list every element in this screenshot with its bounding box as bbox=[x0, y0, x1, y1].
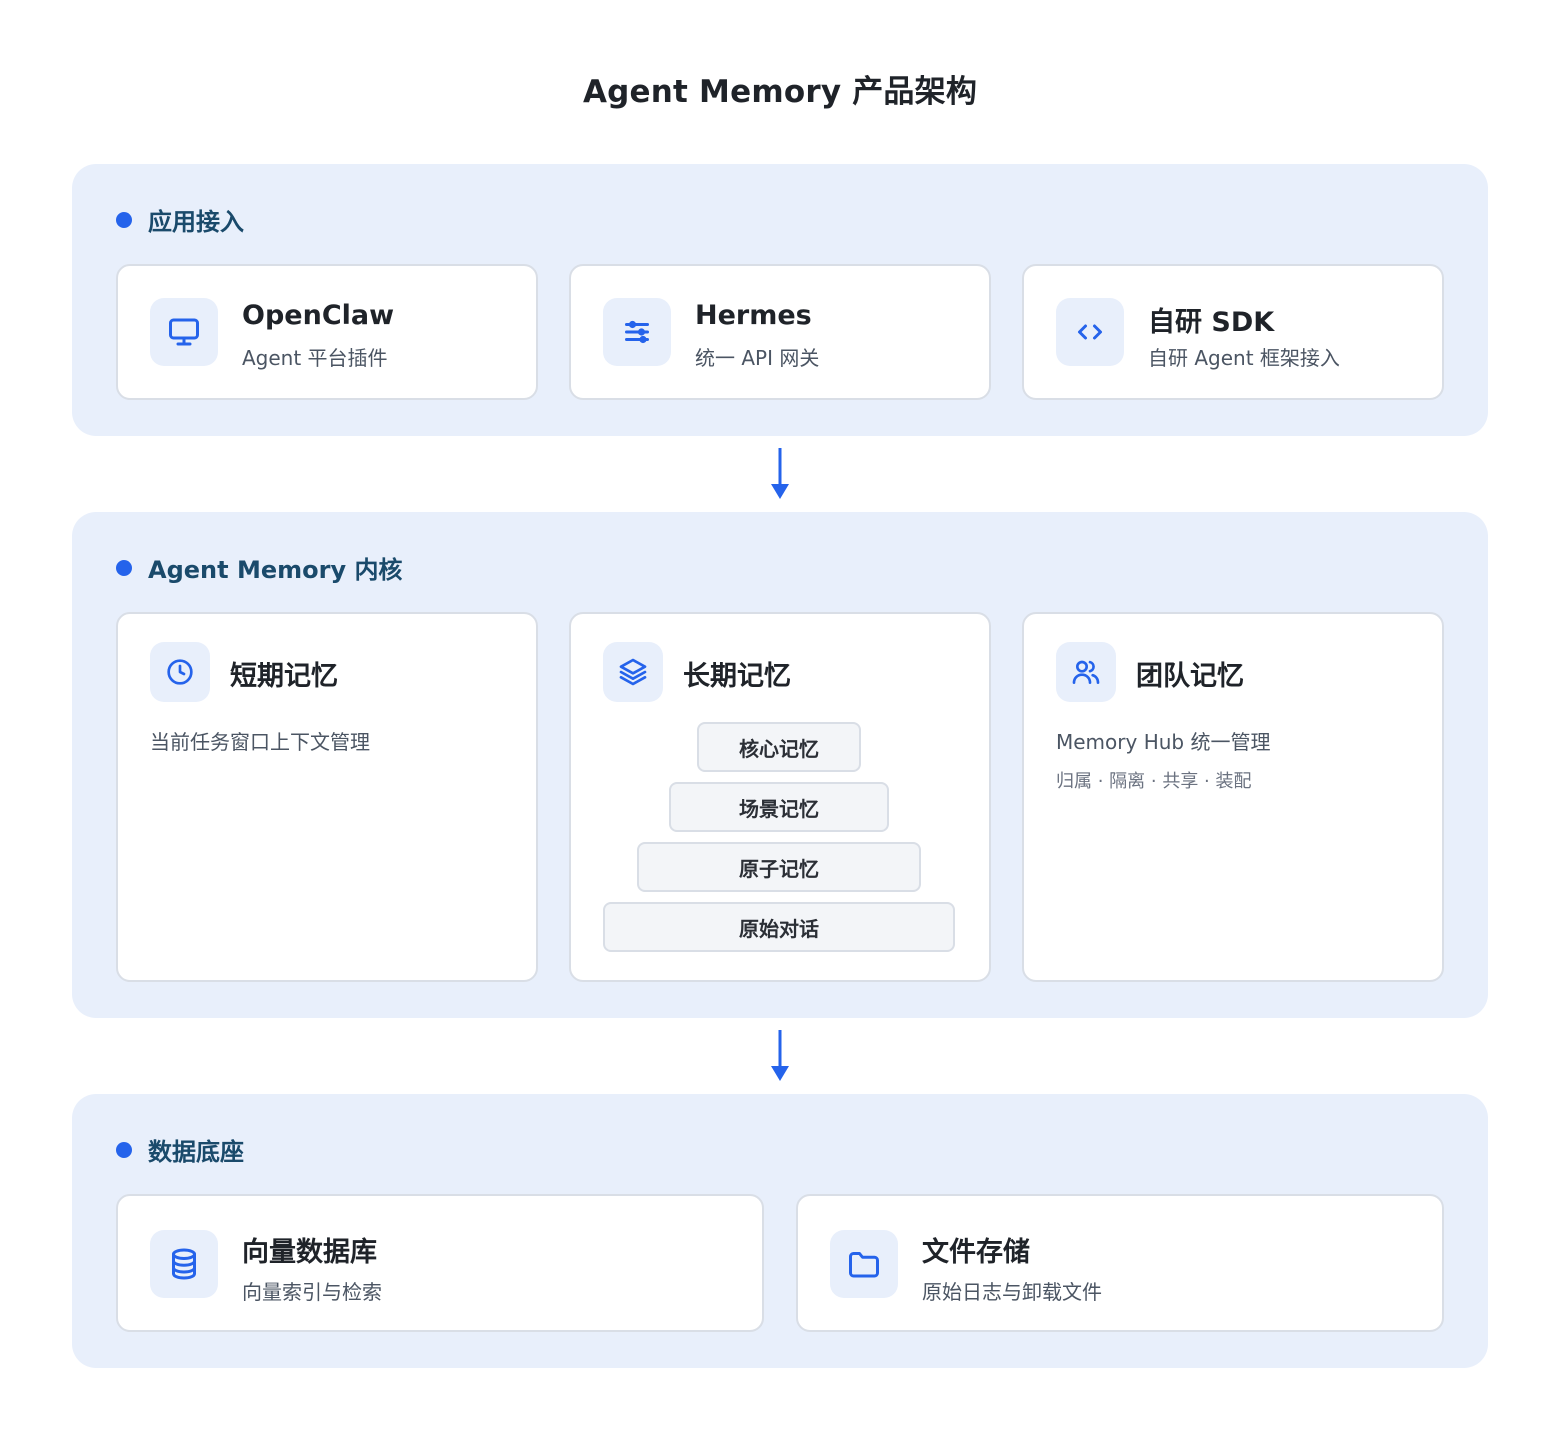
card-vector-db: 向量数据库 向量索引与检索 bbox=[116, 1194, 764, 1332]
card-title: 短期记忆 bbox=[230, 661, 338, 692]
card-subtitle: 当前任务窗口上下文管理 bbox=[150, 730, 370, 754]
card-title: Hermes bbox=[695, 300, 812, 331]
clock-icon bbox=[150, 642, 210, 702]
section-memory-core: Agent Memory 内核 短期记忆 当前任务窗口上下文管理 长期记忆 核心… bbox=[72, 512, 1488, 1018]
card-file-storage: 文件存储 原始日志与卸载文件 bbox=[796, 1194, 1444, 1332]
section-title-apps: 应用接入 bbox=[148, 208, 244, 236]
card-title: OpenClaw bbox=[242, 300, 395, 331]
layer-core-memory: 核心记忆 bbox=[697, 722, 861, 772]
section-header: 应用接入 bbox=[116, 202, 244, 237]
bullet-dot bbox=[116, 1141, 132, 1158]
section-title-core: Agent Memory 内核 bbox=[148, 556, 403, 584]
card-sdk: 自研 SDK 自研 Agent 框架接入 bbox=[1022, 264, 1444, 400]
section-header: Agent Memory 内核 bbox=[116, 550, 402, 585]
card-title: 团队记忆 bbox=[1136, 661, 1244, 692]
bullet-dot bbox=[116, 559, 132, 576]
folder-icon bbox=[830, 1230, 898, 1298]
card-subtitle: 自研 Agent 框架接入 bbox=[1148, 346, 1340, 370]
card-team-memory: 团队记忆 Memory Hub 统一管理 归属 · 隔离 · 共享 · 装配 bbox=[1022, 612, 1444, 982]
users-icon bbox=[1056, 642, 1116, 702]
bullet-dot bbox=[116, 211, 132, 228]
code-icon bbox=[1056, 298, 1124, 366]
card-subtitle: Memory Hub 统一管理 bbox=[1056, 730, 1271, 754]
card-subtitle: 向量索引与检索 bbox=[242, 1280, 382, 1304]
layer-atomic-memory: 原子记忆 bbox=[637, 842, 921, 892]
layer-raw-dialogue: 原始对话 bbox=[603, 902, 955, 952]
card-short-term-memory: 短期记忆 当前任务窗口上下文管理 bbox=[116, 612, 538, 982]
layers-icon bbox=[603, 642, 663, 702]
page-title: Agent Memory 产品架构 bbox=[582, 74, 978, 110]
arrow-down-icon bbox=[770, 1030, 790, 1082]
card-title: 长期记忆 bbox=[683, 661, 791, 692]
database-icon bbox=[150, 1230, 218, 1298]
card-title: 自研 SDK bbox=[1148, 307, 1275, 338]
card-long-term-memory: 长期记忆 核心记忆 场景记忆 原子记忆 原始对话 bbox=[569, 612, 991, 982]
card-subtitle: 原始日志与卸载文件 bbox=[922, 1280, 1102, 1304]
card-title: 向量数据库 bbox=[242, 1237, 377, 1268]
card-openclaw: OpenClaw Agent 平台插件 bbox=[116, 264, 538, 400]
sliders-icon bbox=[603, 298, 671, 366]
card-tags: 归属 · 隔离 · 共享 · 装配 bbox=[1056, 771, 1252, 792]
card-subtitle: Agent 平台插件 bbox=[242, 346, 388, 370]
layer-scene-memory: 场景记忆 bbox=[669, 782, 889, 832]
card-title: 文件存储 bbox=[922, 1237, 1030, 1268]
section-data-foundation: 数据底座 向量数据库 向量索引与检索 文件存储 原始日志与卸载文件 bbox=[72, 1094, 1488, 1368]
section-header: 数据底座 bbox=[116, 1132, 244, 1167]
card-hermes: Hermes 统一 API 网关 bbox=[569, 264, 991, 400]
monitor-icon bbox=[150, 298, 218, 366]
arrow-down-icon bbox=[770, 448, 790, 500]
section-title-data: 数据底座 bbox=[148, 1138, 244, 1166]
card-subtitle: 统一 API 网关 bbox=[695, 346, 820, 370]
section-app-access: 应用接入 OpenClaw Agent 平台插件 Hermes 统一 API 网… bbox=[72, 164, 1488, 436]
